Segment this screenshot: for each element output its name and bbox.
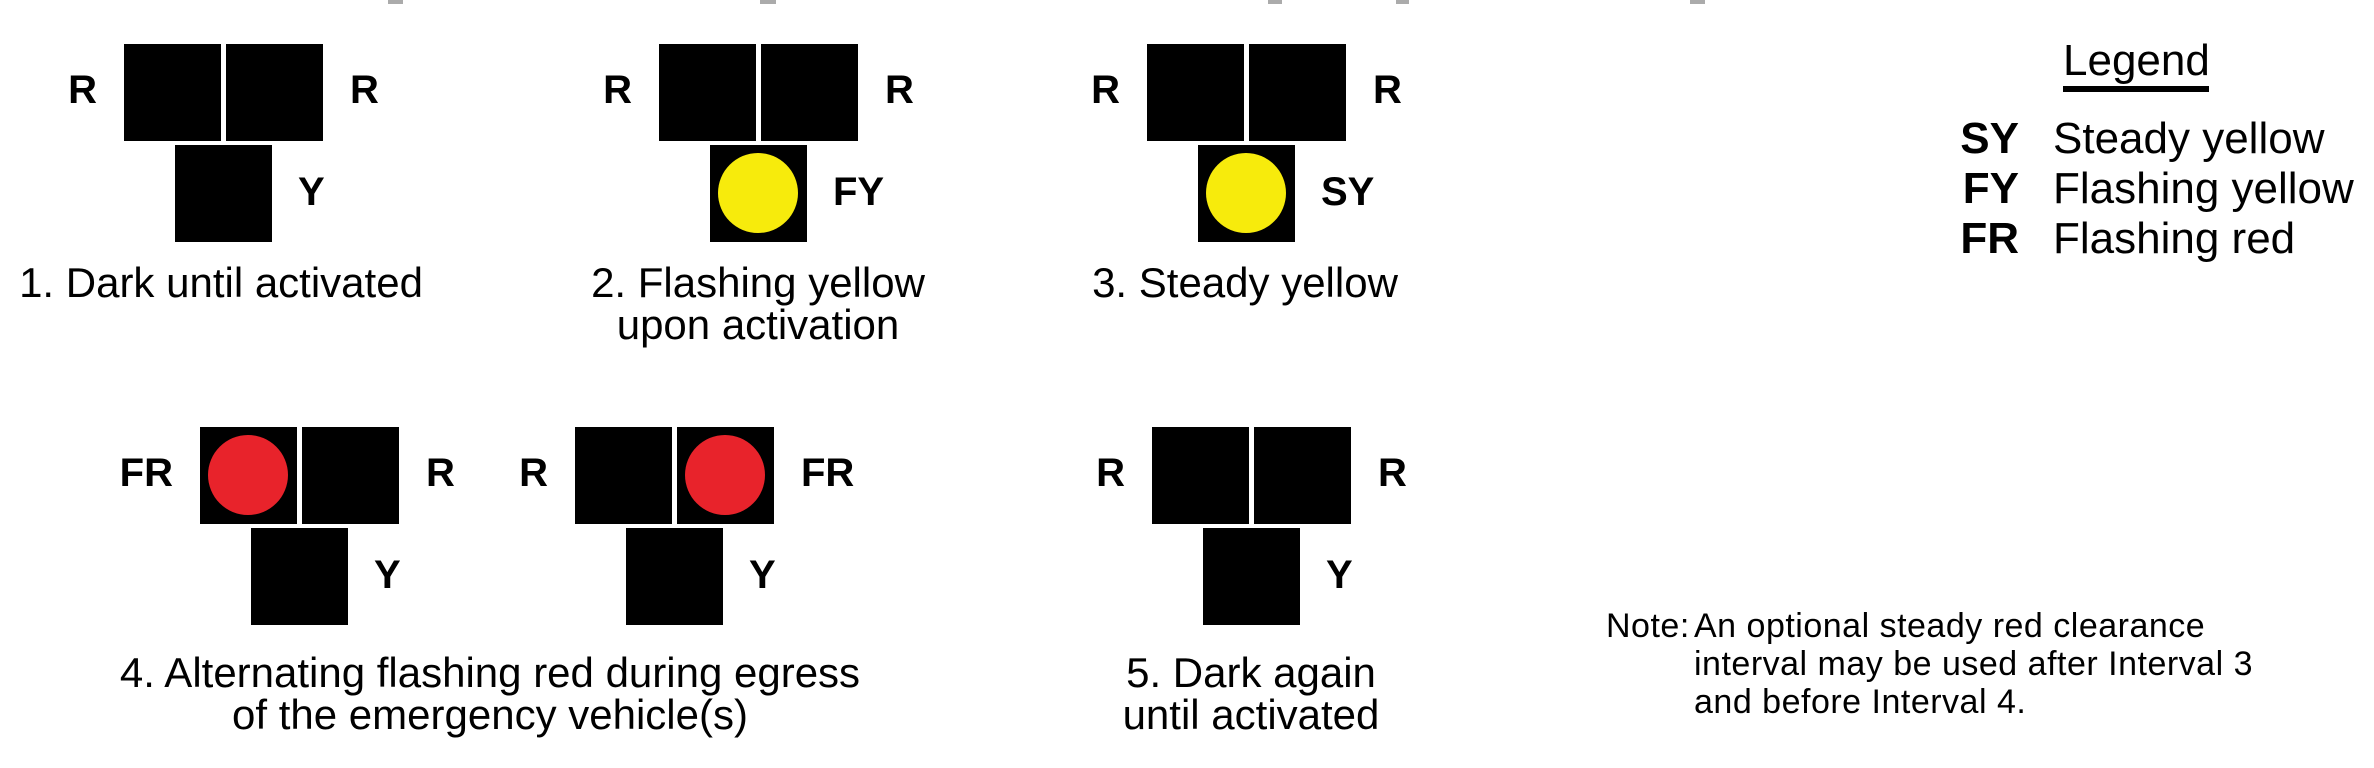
signal-section bbox=[1198, 145, 1295, 242]
interval-caption-line: of the emergency vehicle(s) bbox=[232, 691, 748, 738]
note-label: Note: bbox=[1606, 607, 1690, 645]
signal-indication-label: Y bbox=[749, 553, 776, 597]
yellow-lens bbox=[718, 153, 798, 233]
note-line: interval may be used after Interval 3 bbox=[1694, 645, 2253, 683]
legend-entry: SY Steady yellow bbox=[1949, 114, 2374, 164]
note-line: An optional steady red clearance bbox=[1694, 607, 2206, 645]
signal-section bbox=[626, 528, 723, 625]
signal-face: R R SY bbox=[1091, 44, 1402, 242]
signal-section bbox=[175, 145, 272, 242]
signal-indication-label: R bbox=[519, 451, 548, 495]
signal-indication-label: FY bbox=[833, 170, 885, 214]
interval-caption: 3. Steady yellow bbox=[795, 262, 1695, 304]
interval-caption-line: until activated bbox=[1122, 691, 1380, 738]
signal-face: FR R Y bbox=[120, 427, 455, 625]
signal-section bbox=[659, 44, 756, 141]
red-lens bbox=[685, 435, 765, 515]
interval-caption-line: 3. Steady yellow bbox=[1092, 259, 1398, 306]
interval-caption-line: 5. Dark again bbox=[1126, 649, 1376, 696]
signal-indication-label: R bbox=[1096, 451, 1125, 495]
interval-caption-line: 1. Dark until activated bbox=[19, 259, 423, 306]
signal-section bbox=[1203, 528, 1300, 625]
interval-caption-line: upon activation bbox=[616, 301, 900, 348]
legend-title: Legend bbox=[2063, 39, 2210, 92]
interval-caption: 4. Alternating flashing red during egres… bbox=[40, 652, 940, 736]
signal-section bbox=[761, 44, 858, 141]
signal-face: R R Y bbox=[68, 44, 379, 242]
signal-face: R R Y bbox=[1096, 427, 1407, 625]
signal-face: R FR Y bbox=[519, 427, 854, 625]
interval-caption-line: 2. Flashing yellow bbox=[591, 259, 925, 306]
legend-entry: FY Flashing yellow bbox=[1949, 164, 2374, 214]
signal-indication-label: FR bbox=[119, 451, 173, 495]
signal-section bbox=[226, 44, 323, 141]
note-line: and before Interval 4. bbox=[1694, 683, 2027, 721]
signal-indication-label: Y bbox=[298, 170, 325, 214]
signal-indication-label: SY bbox=[1321, 170, 1375, 214]
interval-caption-line: 4. Alternating flashing red during egres… bbox=[119, 649, 861, 696]
signal-section bbox=[1152, 427, 1249, 524]
legend-description: Flashing yellow bbox=[2053, 164, 2354, 213]
red-lens bbox=[208, 435, 288, 515]
legend-description: Flashing red bbox=[2053, 214, 2296, 263]
signal-section bbox=[575, 427, 672, 524]
signal-indication-label: R bbox=[68, 68, 97, 112]
crop-artifact bbox=[760, 0, 776, 4]
crop-artifact bbox=[1396, 0, 1409, 4]
signal-indication-label: R bbox=[885, 68, 914, 112]
signal-section bbox=[124, 44, 221, 141]
signal-indication-label: Y bbox=[374, 553, 401, 597]
crop-artifact bbox=[388, 0, 403, 4]
yellow-lens bbox=[1206, 153, 1286, 233]
signal-section bbox=[251, 528, 348, 625]
note-text: An optional steady red clearance interva… bbox=[1694, 607, 2253, 721]
interval-caption: 1. Dark until activated bbox=[0, 262, 671, 304]
signal-indication-label: R bbox=[1091, 68, 1120, 112]
crop-artifact bbox=[1690, 0, 1705, 4]
signal-section bbox=[1254, 427, 1351, 524]
signal-face: R R FY bbox=[603, 44, 914, 242]
crop-artifact bbox=[1268, 0, 1282, 4]
legend-abbr: FY bbox=[1962, 164, 2019, 213]
signal-section bbox=[710, 145, 807, 242]
legend-abbr: SY bbox=[1960, 114, 2019, 163]
signal-section bbox=[677, 427, 774, 524]
signal-indication-label: R bbox=[1373, 68, 1402, 112]
signal-indication-label: Y bbox=[1326, 553, 1353, 597]
signal-indication-label: R bbox=[1378, 451, 1407, 495]
legend-description: Steady yellow bbox=[2053, 114, 2325, 163]
signal-section bbox=[1147, 44, 1244, 141]
legend-abbr: FR bbox=[1960, 214, 2019, 263]
signal-section bbox=[200, 427, 297, 524]
signal-section bbox=[302, 427, 399, 524]
legend-entry: FR Flashing red bbox=[1949, 214, 2374, 264]
signal-section bbox=[1249, 44, 1346, 141]
signal-indication-label: R bbox=[603, 68, 632, 112]
signal-indication-label: R bbox=[426, 451, 455, 495]
signal-indication-label: FR bbox=[801, 451, 855, 495]
legend-entries: SY Steady yellow FY Flashing yellow FR Flas… bbox=[1949, 114, 2374, 264]
signal-indication-label: R bbox=[350, 68, 379, 112]
